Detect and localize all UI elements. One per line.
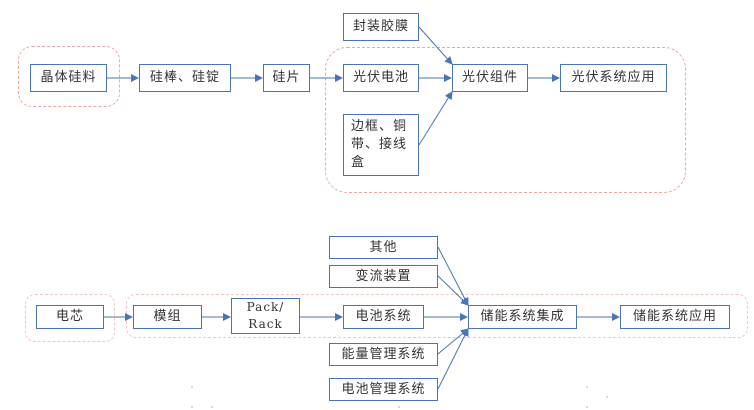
arrow-encapsulant-to-module [418,26,453,65]
node-converter: 变流装置 [329,265,438,288]
group-pv-module-stage [325,47,686,193]
node-battery-system: 电池系统 [343,305,424,329]
node-battery-cell: 电芯 [36,305,104,329]
arrow-ems-to-integration [437,328,469,355]
arrow-other-to-integration [437,246,469,306]
node-crystalline-silicon: 晶体硅料 [30,64,107,92]
node-other: 其他 [329,236,438,259]
artifact-dot [398,406,400,408]
node-encapsulant-film: 封装胶膜 [343,13,419,41]
node-battery-module: 模组 [133,305,202,329]
node-energy-management-system: 能量管理系统 [329,343,438,366]
artifact-dot [211,406,213,408]
artifact-dot [586,386,588,388]
node-pv-cell: 光伏电池 [343,64,419,92]
node-silicon-wafer: 硅片 [263,64,310,92]
node-storage-application: 储能系统应用 [620,305,730,329]
arrow-bms-to-integration [437,328,469,390]
node-pack-rack: Pack/ Rack [231,298,300,334]
node-battery-management-system: 电池管理系统 [329,378,438,401]
artifact-dot [191,406,193,408]
node-storage-integration: 储能系统集成 [468,305,577,329]
node-pv-system-application: 光伏系统应用 [560,64,667,92]
artifact-dot [586,406,588,408]
arrow-frame-to-module [418,91,453,146]
node-frame-ribbon-junction-box: 边框、铜带、接线盒 [343,114,419,176]
arrow-converter-to-integration [437,275,469,306]
node-silicon-ingot: 硅棒、硅锭 [139,64,231,92]
group-raw-material [18,46,120,107]
node-pv-module: 光伏组件 [452,64,528,92]
artifact-dot [191,386,193,388]
group-storage-cell [25,294,115,342]
artifact-dot [606,396,608,398]
